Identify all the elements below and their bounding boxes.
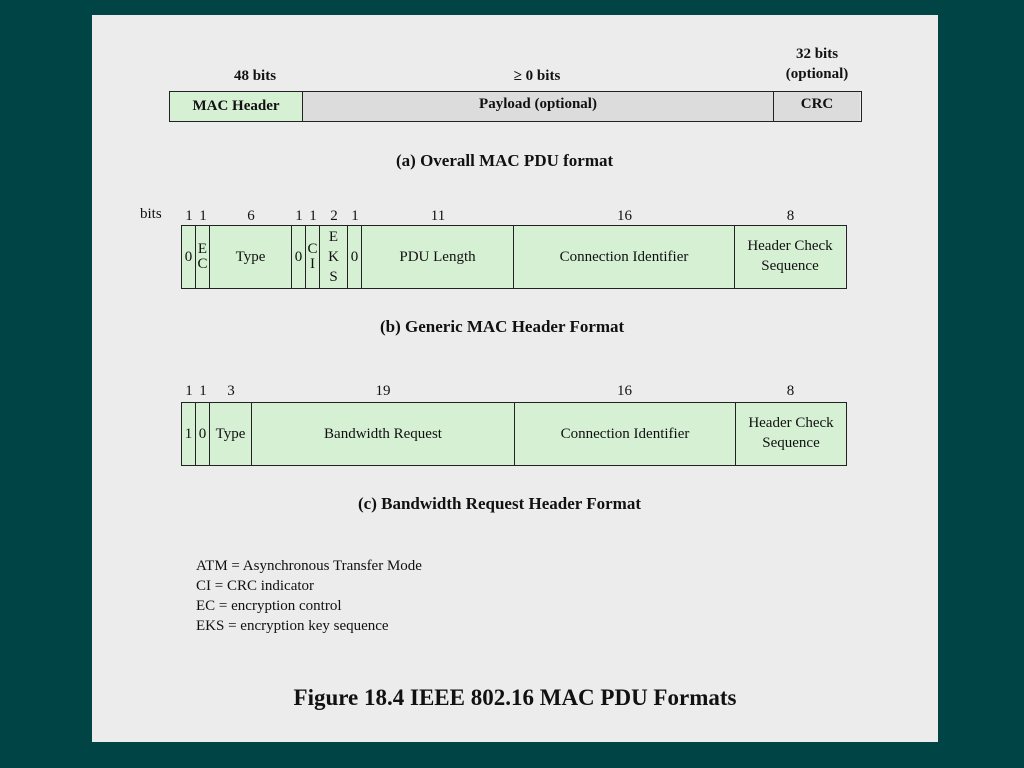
- connection-identifier-field: Connection Identifier: [514, 226, 735, 288]
- bandwidth-header-row: 1 0 Type Bandwidth Request Connection Id…: [181, 402, 847, 466]
- pdu-length-field: PDU Length: [362, 226, 514, 288]
- crc-size-label: 32 bits: [795, 46, 839, 62]
- bit-count: 16: [617, 383, 632, 399]
- mac-pdu-row: MAC Header Payload (optional) CRC: [169, 91, 862, 122]
- figure-title: Figure 18.4 IEEE 802.16 MAC PDU Formats: [293, 685, 737, 710]
- bit-count: 1: [185, 208, 193, 224]
- legend-item: ATM = Asynchronous Transfer Mode: [196, 558, 422, 574]
- ht-field: 0: [182, 226, 196, 288]
- legend-item: EKS = encryption key sequence: [196, 618, 389, 634]
- bit-count: 1: [309, 208, 317, 224]
- payload-field: Payload (optional): [303, 92, 774, 121]
- bit-count: 8: [786, 383, 795, 399]
- legend-item: EC = encryption control: [196, 598, 342, 614]
- bit-count: 1: [185, 383, 193, 399]
- ht-field: 1: [182, 403, 196, 465]
- slide: 48 bits ≥ 0 bits 32 bits (optional) MAC …: [92, 15, 938, 742]
- caption-c: (c) Bandwidth Request Header Format: [358, 494, 641, 513]
- header-size-label: 48 bits: [233, 68, 277, 84]
- legend-item: CI = CRC indicator: [196, 578, 315, 594]
- type-field: Type: [210, 226, 292, 288]
- bandwidth-request-field: Bandwidth Request: [252, 403, 515, 465]
- bit-count: 16: [617, 208, 632, 224]
- bit-count: 1: [351, 208, 359, 224]
- caption-b: (b) Generic MAC Header Format: [380, 317, 625, 336]
- crc-optional-label: (optional): [785, 66, 849, 82]
- legend: ATM = Asynchronous Transfer Mode CI = CR…: [196, 556, 422, 636]
- crc-field: CRC: [774, 92, 860, 121]
- bit-count: 11: [430, 208, 446, 224]
- reserved-field-2: 0: [348, 226, 362, 288]
- bit-count: 1: [199, 208, 207, 224]
- bit-count: 8: [786, 208, 795, 224]
- mac-header-field: MAC Header: [170, 92, 303, 121]
- reserved-field-1: 0: [292, 226, 306, 288]
- ec-field: 0: [196, 403, 210, 465]
- bit-count: 1: [295, 208, 303, 224]
- bit-count: 19: [375, 383, 391, 399]
- type-field: Type: [210, 403, 252, 465]
- bit-count: 2: [330, 208, 338, 224]
- bit-count: 1: [199, 383, 207, 399]
- payload-size-label: ≥ 0 bits: [513, 68, 561, 84]
- bit-count: 3: [227, 383, 235, 399]
- connection-identifier-field: Connection Identifier: [515, 403, 736, 465]
- caption-a: (a) Overall MAC PDU format: [396, 151, 614, 170]
- bit-count: 6: [247, 208, 255, 224]
- bits-label: bits: [140, 206, 162, 222]
